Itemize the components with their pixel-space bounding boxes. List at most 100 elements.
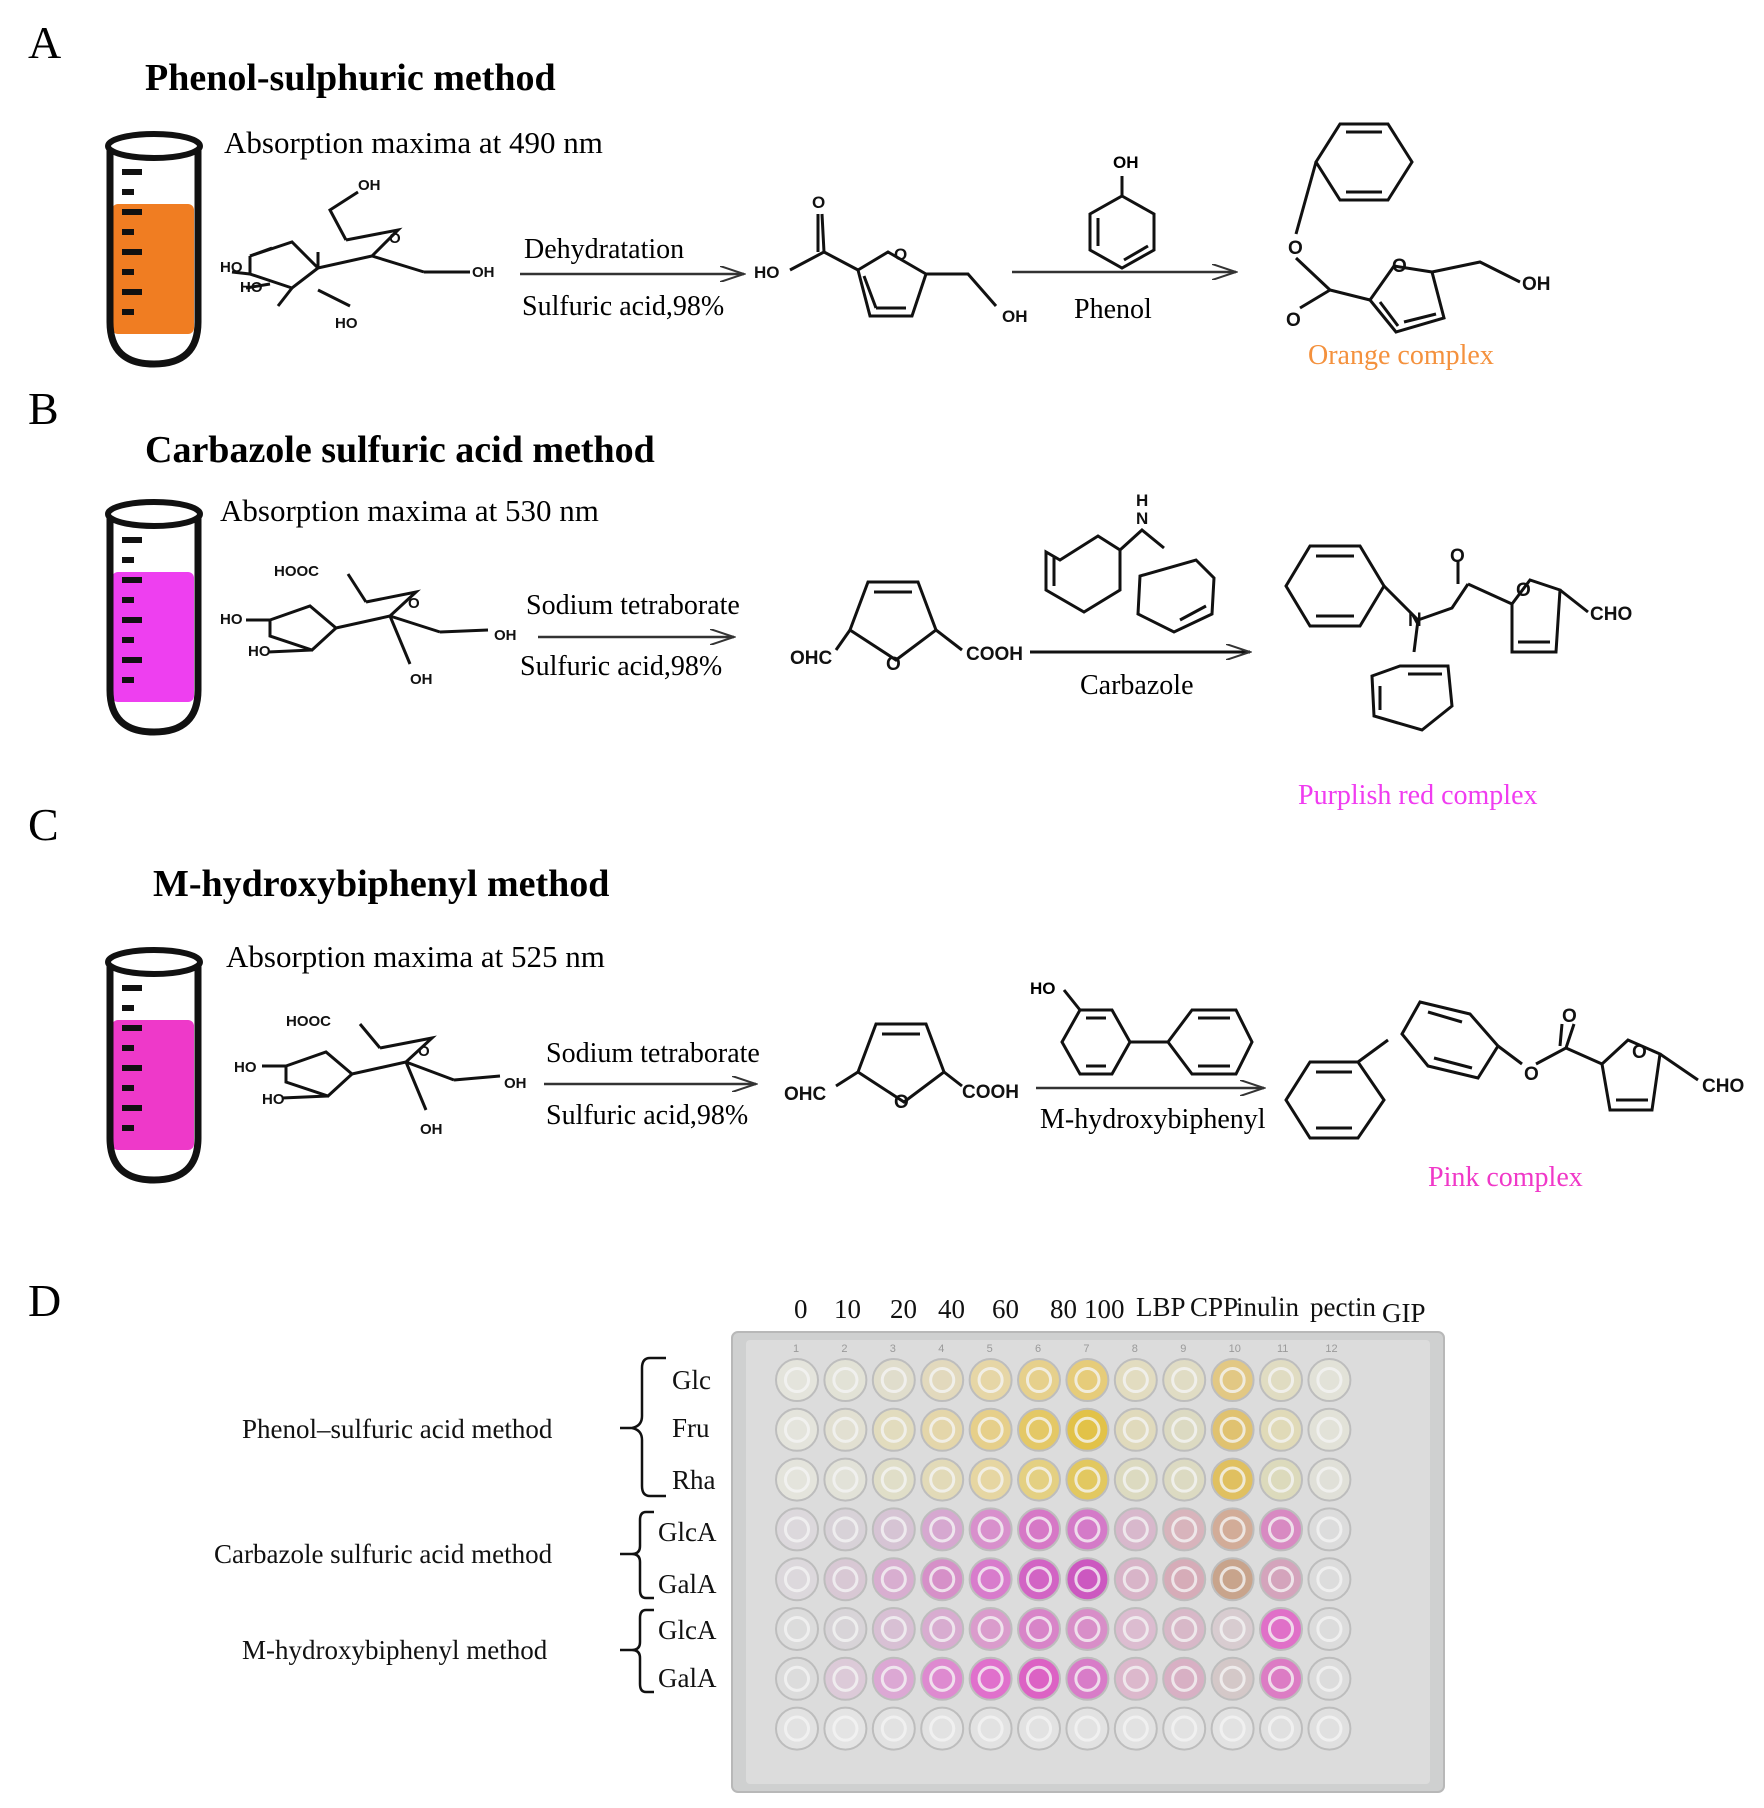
arrow-c1-bottom: Sulfuric acid,98%: [546, 1100, 748, 1131]
panel-b-letter: B: [28, 383, 59, 434]
plate-well: [1113, 1457, 1158, 1502]
label-ho: HO: [234, 1059, 257, 1076]
label-carbazole-h: H: [1136, 491, 1148, 510]
plate-well: [871, 1457, 916, 1502]
plate-column-number: 9: [1180, 1343, 1186, 1355]
plate-well: [871, 1358, 916, 1402]
label-ho: HO: [1030, 979, 1056, 998]
plate-well: [823, 1358, 868, 1402]
column-label: 60: [992, 1294, 1019, 1324]
bracket-carbazole: [620, 1510, 654, 1600]
label-ester-o: O: [1288, 238, 1303, 259]
plate-well: [1065, 1457, 1110, 1502]
panel-c-title: M-hydroxybiphenyl method: [153, 863, 609, 905]
plate-well: [1210, 1457, 1255, 1502]
label-ohc: OHC: [790, 648, 833, 669]
tube-liquid: [112, 204, 194, 334]
plate-well: [1307, 1407, 1352, 1452]
plate-well: [1065, 1557, 1110, 1602]
row-brackets: [620, 1356, 666, 1694]
label-carbonyl-o: O: [1450, 546, 1465, 567]
plate-well: [1162, 1656, 1207, 1701]
label-carbonyl-o: O: [1286, 310, 1301, 331]
plate-column-number: 11: [1277, 1343, 1288, 1355]
plate-well: [871, 1407, 916, 1452]
plate-well: [775, 1507, 819, 1552]
orange-complex-label: Orange complex: [1308, 340, 1494, 371]
plate-column-number: 1: [793, 1343, 799, 1355]
plate-well: [1162, 1557, 1207, 1602]
label-oh: OH: [494, 627, 517, 644]
plate-well: [1162, 1358, 1207, 1402]
panel-c-absorption: Absorption maxima at 525 nm: [226, 939, 605, 974]
label-ho: HO: [220, 611, 243, 628]
arrow-c1-top: Sodium tetraborate: [546, 1038, 760, 1069]
test-tube-orange: [105, 131, 203, 368]
plate-well: [1017, 1457, 1061, 1502]
plate-well: [968, 1457, 1013, 1502]
label-ring-o: O: [418, 1043, 430, 1060]
column-label: 100: [1084, 1294, 1125, 1324]
plate-well: [920, 1457, 965, 1502]
label-n: N: [1408, 610, 1422, 631]
plate-column-number: 10: [1229, 1343, 1241, 1355]
plate-well: [1113, 1507, 1158, 1552]
arrow-c2-bottom: M-hydroxybiphenyl: [1040, 1104, 1266, 1135]
plate-well: [1113, 1557, 1158, 1602]
plate-well: [968, 1407, 1013, 1452]
bracket-m-hydroxybiphenyl: [620, 1608, 654, 1694]
panel-a-letter: A: [28, 17, 61, 68]
label-cooh: COOH: [962, 1082, 1019, 1103]
furan-structure-c: [835, 1022, 963, 1104]
column-label: 0: [794, 1294, 808, 1324]
panel-d-letter: D: [28, 1275, 61, 1326]
plate-well: [1210, 1358, 1255, 1402]
plate-well: [1307, 1358, 1352, 1402]
glucuronic-acid-structure-c: [262, 1023, 501, 1111]
panel-a-title: Phenol-sulphuric method: [145, 57, 556, 99]
label-oh: OH: [358, 177, 381, 194]
label-ring-o: O: [894, 1092, 909, 1113]
column-label: LBP: [1136, 1292, 1186, 1322]
panel-a-absorption: Absorption maxima at 490 nm: [224, 125, 603, 160]
plate-well: [1307, 1557, 1352, 1602]
plate-well: [1017, 1706, 1061, 1751]
plate-well: [920, 1407, 965, 1452]
plate-well: [1065, 1607, 1110, 1651]
plate-well: [920, 1358, 965, 1402]
plate-well: [1065, 1706, 1110, 1751]
plate-well: [1259, 1607, 1303, 1651]
column-label: pectin: [1310, 1292, 1376, 1322]
label-ho: HO: [262, 1091, 285, 1108]
column-label: inulin: [1236, 1292, 1300, 1322]
plate-well: [1162, 1507, 1207, 1552]
label-ring-o: O: [389, 230, 401, 247]
plate-well: [1113, 1358, 1158, 1402]
plate-well: [1307, 1457, 1352, 1502]
plate-well: [1162, 1457, 1207, 1502]
plate-well: [1259, 1656, 1303, 1701]
plate-well: [1065, 1358, 1110, 1402]
test-tube-pink: [105, 947, 203, 1184]
arrow-a2-bottom: Phenol: [1074, 294, 1152, 325]
label-ring-o: O: [894, 245, 907, 264]
column-label: GIP: [1382, 1298, 1426, 1328]
plate-well: [871, 1507, 916, 1552]
panel-a: A Phenol-sulphuric method Absorption max…: [28, 17, 1551, 371]
plate-well: [823, 1656, 868, 1701]
plate-well: [823, 1607, 868, 1651]
method-labels: Phenol–sulfuric acid method Carbazole su…: [214, 1414, 553, 1665]
label-ring-o: O: [1516, 580, 1531, 601]
plate-well: [871, 1706, 916, 1751]
plate-well: [1113, 1407, 1158, 1452]
label-ring-o: O: [1392, 256, 1407, 277]
label-cho: CHO: [1590, 604, 1632, 625]
panel-b: B Carbazole sulfuric acid method Absorpt…: [28, 383, 1632, 811]
label-carbonyl-o: O: [812, 193, 825, 212]
label-oh: OH: [1002, 307, 1028, 326]
label-ho: HO: [240, 279, 263, 296]
arrow-b1-top: Sodium tetraborate: [526, 590, 740, 621]
plate-well: [1162, 1607, 1207, 1651]
plate-well: [871, 1607, 916, 1651]
